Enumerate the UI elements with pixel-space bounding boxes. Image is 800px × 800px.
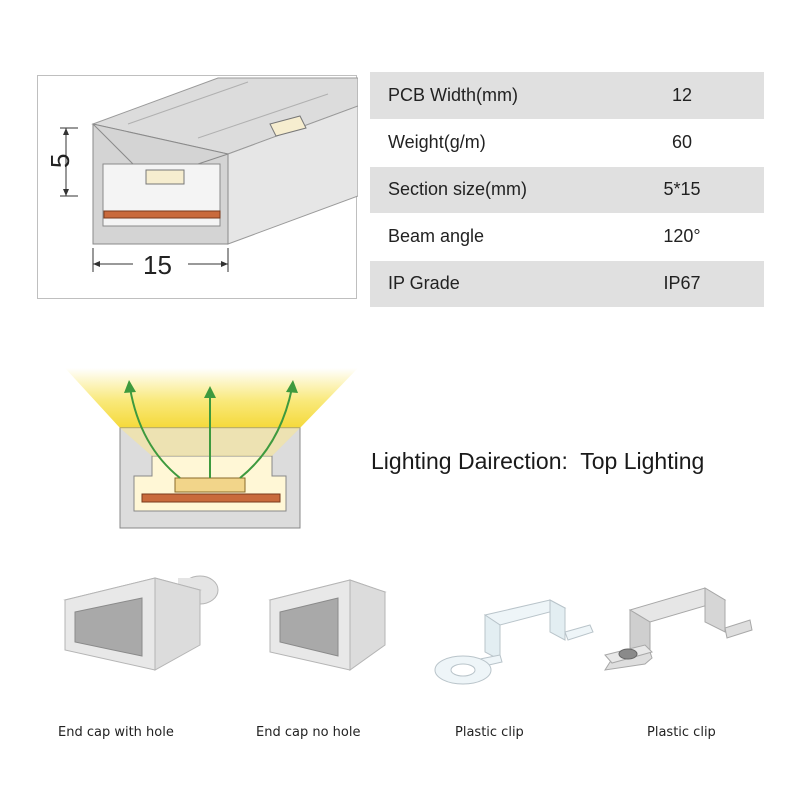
spec-row: PCB Width(mm) 12 bbox=[370, 72, 764, 120]
led-chip-icon bbox=[145, 169, 185, 185]
spec-value: IP67 bbox=[600, 260, 764, 308]
plastic-clip-screw-icon bbox=[604, 587, 753, 671]
accessory-end-cap-no-hole bbox=[260, 570, 440, 680]
accessory-plastic-clip-screw bbox=[600, 570, 780, 680]
spec-value: 12 bbox=[600, 72, 764, 120]
plastic-clip-ring-icon bbox=[434, 599, 594, 685]
profile-section-diagram: 5 15 bbox=[37, 75, 358, 299]
arrow-right-icon bbox=[286, 380, 298, 393]
spec-value: 60 bbox=[600, 119, 764, 167]
led-chip-icon bbox=[174, 477, 246, 493]
profile-3d-drawing: 5 15 bbox=[45, 77, 358, 280]
spec-row: Beam angle 120° bbox=[370, 213, 764, 261]
spec-value: 5*15 bbox=[600, 166, 764, 214]
pcb-strip-icon bbox=[103, 210, 221, 219]
end-cap-no-hole-icon bbox=[268, 579, 387, 671]
spec-label: PCB Width(mm) bbox=[370, 72, 600, 120]
accessory-plastic-clip-ring bbox=[425, 570, 605, 700]
arrow-left-icon bbox=[124, 380, 136, 393]
end-cap-with-hole-icon bbox=[63, 575, 219, 671]
spec-label: Weight(g/m) bbox=[370, 119, 600, 167]
spec-row: Section size(mm) 5*15 bbox=[370, 166, 764, 214]
height-dimension-label: 5 bbox=[45, 154, 75, 168]
light-beam-drawing bbox=[65, 368, 358, 529]
accessory-label: Plastic clip bbox=[647, 725, 716, 740]
width-dimension-label: 15 bbox=[143, 250, 172, 280]
spec-label: Section size(mm) bbox=[370, 166, 600, 214]
arrow-up-icon bbox=[204, 386, 216, 398]
spec-label: Beam angle bbox=[370, 213, 600, 261]
accessory-label: End cap no hole bbox=[256, 725, 361, 740]
accessory-end-cap-with-hole bbox=[60, 570, 240, 680]
accessory-label: Plastic clip bbox=[455, 725, 524, 740]
accessory-label: End cap with hole bbox=[58, 725, 174, 740]
spec-row: Weight(g/m) 60 bbox=[370, 119, 764, 167]
lighting-direction-text: Lighting Dairection: Top Lighting bbox=[371, 448, 705, 474]
spec-value: 120° bbox=[600, 213, 764, 261]
spec-table: PCB Width(mm) 12 Weight(g/m) 60 Section … bbox=[370, 72, 764, 308]
lighting-direction-diagram bbox=[60, 366, 360, 541]
pcb-strip-icon bbox=[141, 493, 281, 503]
spec-label: IP Grade bbox=[370, 260, 600, 308]
top-led-chip-icon bbox=[269, 115, 307, 137]
spec-row: IP Grade IP67 bbox=[370, 260, 764, 308]
